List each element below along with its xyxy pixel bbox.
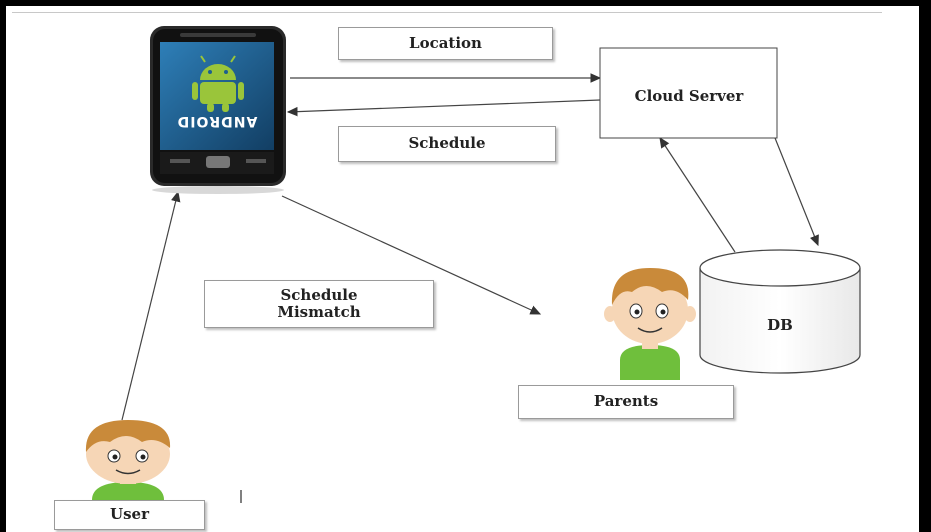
cloud-server-box: [599, 47, 778, 139]
db-to-server-arrow: [659, 136, 736, 253]
server-to-db-arrow: [774, 137, 819, 247]
android-wordmark: ANDROID: [177, 113, 258, 129]
android-robot-icon: [192, 55, 244, 112]
database-cylinder: [699, 249, 861, 374]
image-frame-right-edge: [919, 0, 931, 532]
user-label: User: [110, 505, 149, 524]
user-label-box: User: [54, 500, 205, 530]
phone-to-parents-arrow: [281, 195, 542, 315]
location-label: Location: [409, 33, 482, 52]
android-phone-icon: ANDROID: [150, 26, 286, 194]
schedule-mismatch-label-box: Schedule Mismatch: [204, 280, 434, 328]
schedule-label: Schedule: [408, 134, 486, 153]
cloud-server-label: Cloud Server: [635, 87, 745, 105]
parent-avatar-icon: [604, 268, 696, 380]
parents-label: Parents: [593, 392, 659, 411]
server-to-phone-arrow: [286, 99, 601, 117]
parents-label-box: Parents: [518, 385, 734, 419]
schedule-mismatch-label-line2: Mismatch: [277, 303, 361, 321]
db-label: DB: [767, 316, 793, 334]
schedule-mismatch-label-line1: Schedule: [280, 285, 358, 304]
schedule-label-box: Schedule: [338, 126, 556, 162]
location-label-box: Location: [338, 27, 553, 60]
user-to-phone-arrow: [121, 190, 181, 421]
user-avatar-icon: [85, 420, 171, 508]
top-divider: [12, 12, 882, 13]
